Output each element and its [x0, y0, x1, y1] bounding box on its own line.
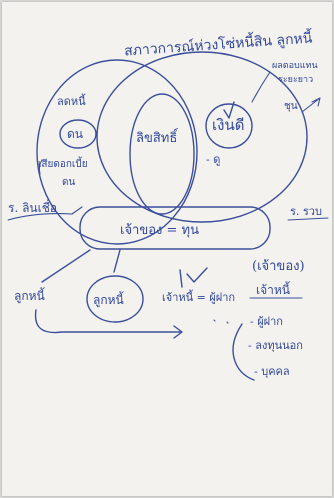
- loop-arrow: [34, 309, 181, 334]
- left-side-label-sub: ดน: [62, 177, 76, 188]
- right-circle-note: - ดู: [206, 153, 221, 166]
- right-circle: [96, 51, 308, 223]
- right-note-line-1: ผลตอบแทน: [272, 61, 318, 71]
- middle-label: ลิขสิทธิ์: [136, 131, 178, 146]
- equation: เจ้าหนี้ = ผู้ฝาก: [162, 291, 236, 304]
- left-circle-top-label: ลดหนี้: [57, 95, 86, 108]
- equation-tick: [186, 267, 208, 283]
- left-side-label: เสียดอกเบี้ย: [38, 159, 88, 170]
- side-pointer: [38, 159, 43, 175]
- middle-oval: [129, 93, 195, 215]
- note-arrow: [251, 71, 271, 103]
- list-item: - บุคคล: [254, 365, 290, 378]
- branch-left: [41, 249, 91, 283]
- owner-box: [79, 206, 271, 250]
- list-bracket: [232, 323, 255, 381]
- debtor-circled: ลูกหนี้: [93, 293, 124, 307]
- list-heading: เจ้าหนี้: [256, 283, 290, 297]
- right-note-line-3: ชุน: [284, 101, 298, 112]
- branch-right: [179, 269, 183, 288]
- dots: [213, 319, 229, 324]
- left-tag-underline: [7, 213, 73, 221]
- branch-middle: [113, 249, 121, 273]
- debtor-circle: [86, 275, 144, 323]
- right-paren-label: (เจ้าของ): [252, 259, 305, 274]
- item-circle-left: [59, 119, 97, 149]
- list-item: - ลงทุนนอก: [248, 339, 303, 352]
- item-circle-right: [205, 103, 253, 149]
- left-tag: ร. ลินเชื่อ: [8, 201, 58, 215]
- owner-box-text: เจ้าของ = ทุน: [120, 223, 200, 238]
- check-mark: [223, 101, 235, 119]
- left-circle: [36, 59, 198, 245]
- right-circle-item: เงินดี: [212, 116, 245, 134]
- loop-arrowhead: [173, 325, 183, 339]
- list-item: - ผู้ฝาก: [250, 315, 283, 328]
- debtor-left: ลูกหนี้: [14, 289, 45, 303]
- left-circle-item: ดน: [67, 127, 83, 141]
- right-note-line-2: ระยะยาว: [278, 75, 314, 85]
- left-tag-link: [71, 206, 83, 215]
- right-tag-underline: [287, 217, 329, 221]
- right-tag: ร. รวบ: [290, 205, 322, 218]
- note-arrow-2: [301, 97, 321, 113]
